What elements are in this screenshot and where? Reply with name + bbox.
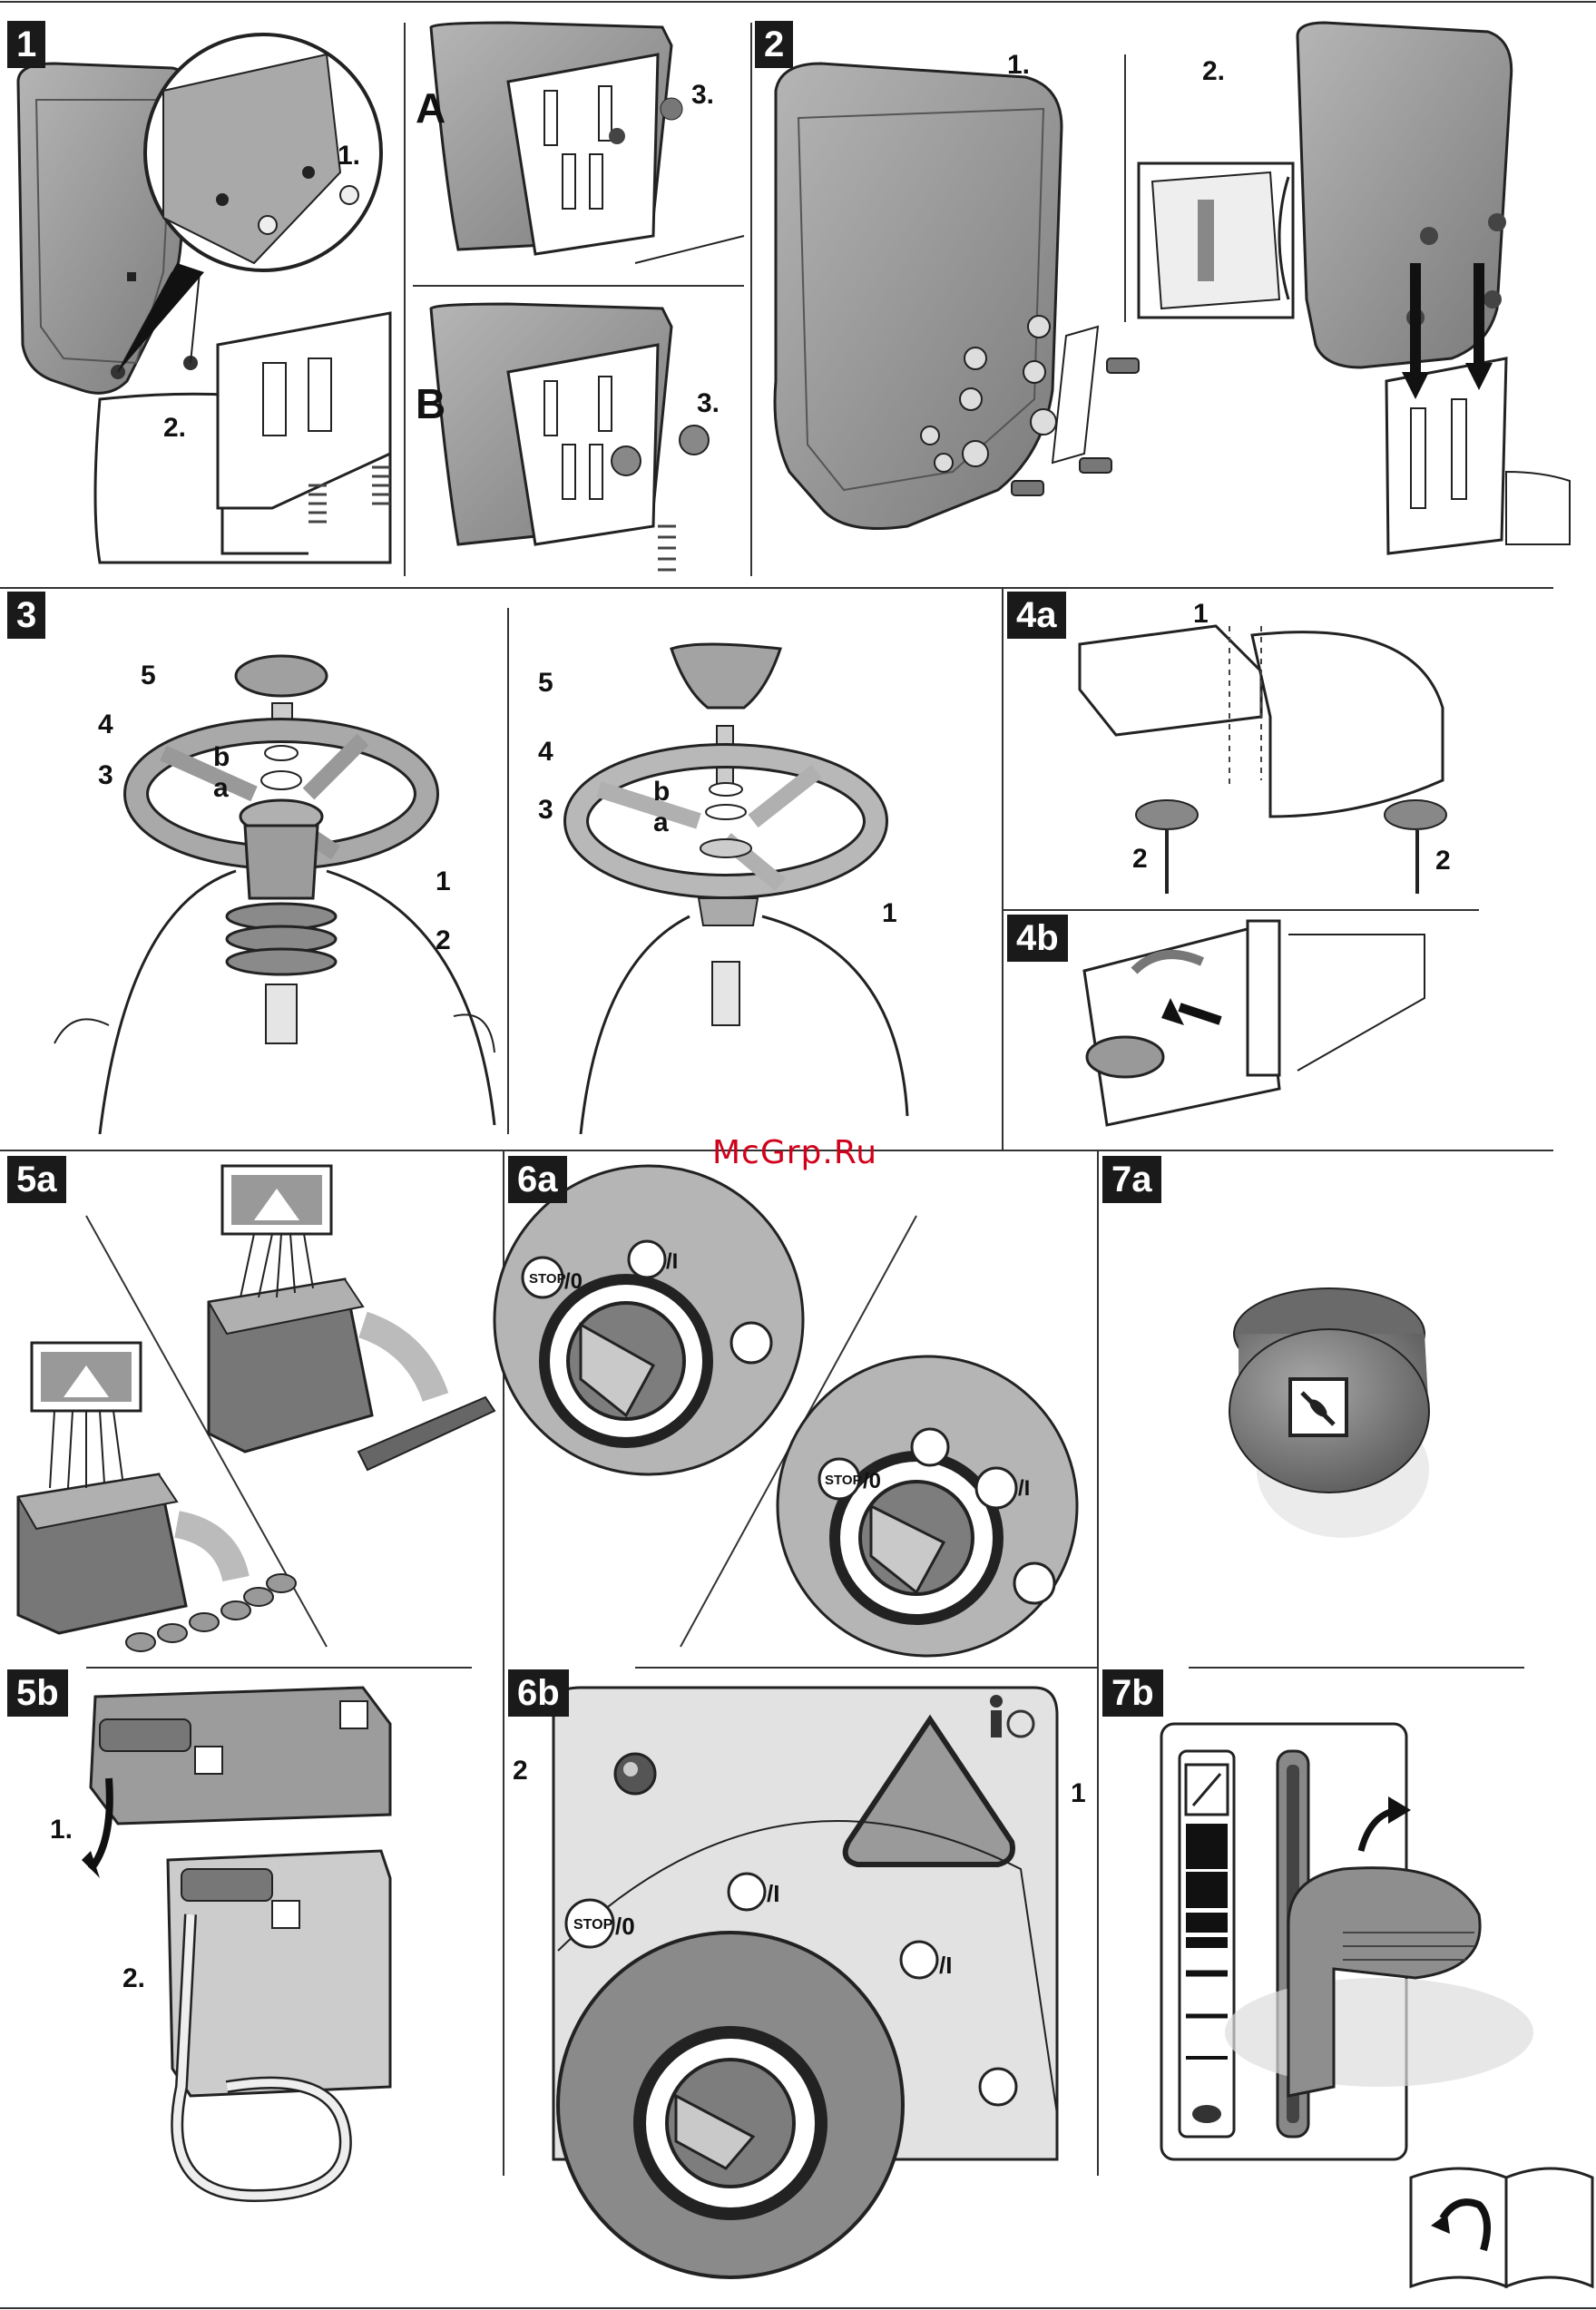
panel3-right-label-4: 4	[538, 737, 553, 768]
panel3-steering-wheel-left	[54, 656, 494, 1134]
panel7a-pto-button	[1229, 1288, 1429, 1538]
panel3-steering-wheel-right	[576, 644, 907, 1134]
manual-book-icon	[1411, 2168, 1592, 2286]
svg-text:/0: /0	[615, 1913, 635, 1940]
panel-badge-4b: 4b	[1007, 915, 1068, 962]
panel-badge-6b: 6b	[508, 1669, 569, 1717]
svg-text:/I: /I	[1018, 1476, 1030, 1501]
svg-text:STOP: STOP	[573, 1917, 613, 1933]
svg-text:STOP: STOP	[529, 1271, 566, 1287]
panel3-left-label-5: 5	[141, 661, 156, 691]
panel-badge-1: 1	[7, 21, 45, 68]
panel5b-battery-vent	[82, 1688, 390, 2196]
panel3-left-label-b: b	[213, 742, 230, 773]
panel3-left-label-2: 2	[436, 925, 451, 956]
panel1-variant-a-step3-label: 3.	[691, 80, 714, 111]
panel3-right-label-a: a	[653, 808, 669, 838]
panel2-seat-rear	[775, 64, 1139, 529]
panel-badge-7a: 7a	[1102, 1156, 1161, 1203]
turtle-icon	[1192, 2105, 1221, 2123]
panel4a-label-2-left: 2	[1132, 844, 1148, 875]
panel-badge-5a: 5a	[7, 1156, 66, 1203]
svg-text:/0: /0	[863, 1469, 881, 1493]
panel1-step2-label: 2.	[163, 413, 186, 444]
hare-icon	[1186, 1824, 1228, 1869]
panel-badge-3: 3	[7, 592, 45, 639]
panel-badge-6a: 6a	[508, 1156, 567, 1203]
panel1-variant-a-label: A	[416, 83, 446, 132]
svg-text:/0: /0	[564, 1269, 583, 1294]
panel5b-step1-label: 1.	[50, 1815, 73, 1845]
panel5b-step2-label: 2.	[122, 1963, 145, 1994]
panel6b-label-2: 2	[513, 1756, 528, 1786]
panel-badge-5b: 5b	[7, 1669, 68, 1717]
panel3-left-label-1: 1	[436, 866, 451, 897]
panel4a-label-2-right: 2	[1435, 846, 1451, 876]
panel1-variant-a	[426, 23, 744, 272]
panel3-right-label-b: b	[653, 777, 670, 808]
panel3-left-label-4: 4	[98, 710, 113, 740]
panel4b-deck-detail	[1084, 921, 1425, 1125]
panel3-left-label-a: a	[213, 773, 229, 804]
svg-text:/I: /I	[666, 1249, 678, 1274]
panel5a-battery-diagram	[18, 1166, 494, 1651]
panel6b-label-1: 1	[1071, 1778, 1086, 1809]
panel1-step1-label: 1.	[338, 141, 360, 171]
panel1-variant-b-label: B	[416, 379, 446, 428]
panel2-latch-inset	[1139, 23, 1570, 553]
svg-text:/I: /I	[939, 1952, 952, 1979]
panel1-seat-illustration	[18, 34, 390, 563]
panel6a-ignition-switches: STOP /0 /I STOP /0 /I	[494, 1166, 1077, 1656]
panel3-right-label-1: 1	[882, 898, 897, 929]
watermark: McGrp.Ru	[712, 1134, 877, 1171]
panel1-variant-b-step3-label: 3.	[697, 388, 720, 419]
panel3-left-label-3: 3	[98, 760, 113, 791]
panel6b-control-panel: STOP /0 /I /I	[553, 1688, 1057, 2277]
panel2-step1-label: 1.	[1007, 50, 1030, 81]
panel3-right-label-5: 5	[538, 668, 553, 699]
panel4a-label-1: 1	[1193, 599, 1209, 630]
panel-badge-4a: 4a	[1007, 592, 1066, 639]
panel1-variant-b	[431, 304, 709, 570]
panel-badge-7b: 7b	[1102, 1669, 1163, 1717]
svg-text:STOP: STOP	[825, 1473, 862, 1488]
panel-badge-2: 2	[755, 21, 793, 68]
panel2-step2-label: 2.	[1202, 56, 1225, 87]
panel7b-throttle-lever	[1161, 1724, 1533, 2159]
svg-text:/I: /I	[767, 1880, 779, 1907]
panel3-right-label-3: 3	[538, 795, 553, 826]
